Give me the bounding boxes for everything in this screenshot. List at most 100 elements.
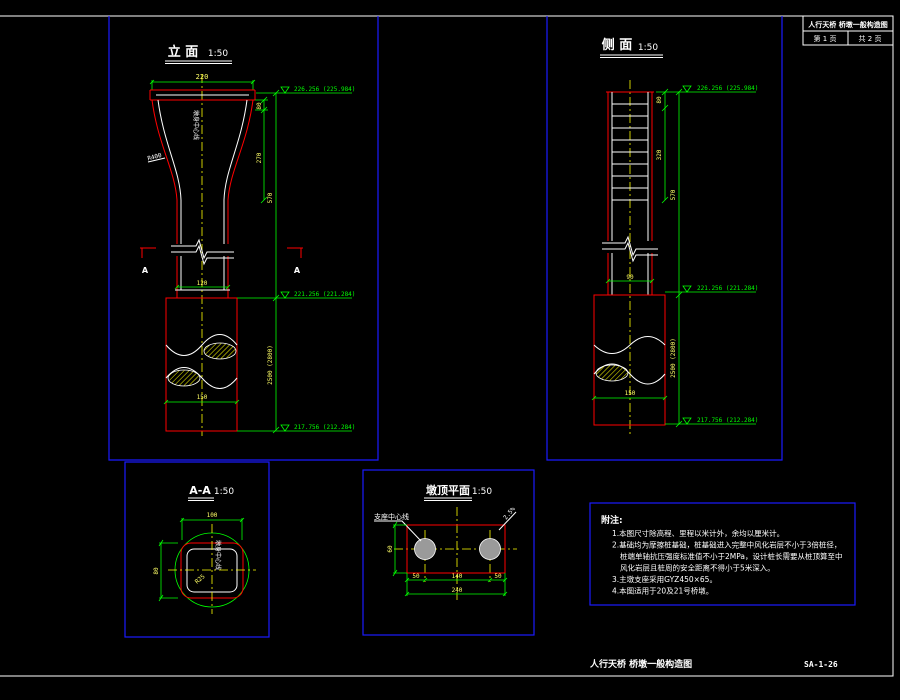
pile-outline (165, 297, 238, 432)
level-pile-top-label: 221.256 (221.284) (294, 291, 355, 298)
side-column-inner-lines (611, 92, 649, 295)
level-triangle-pile-bottom (280, 424, 290, 432)
pier-top-plan-scale: 1:50 (472, 487, 492, 497)
section-mark-left-symbol (140, 247, 156, 258)
side-column-stirrups (612, 103, 648, 201)
pier-top-plan-view: 墩顶平面 1:50 支座中心线 2.5% 50 140 50 240 60 (374, 483, 517, 600)
level-triangle-top (280, 86, 290, 94)
elevation-centerline-label: 墩身中心线 (192, 110, 200, 140)
plan-bearing-leader (374, 520, 422, 542)
level-triangle-pile-top (280, 291, 290, 299)
title-block-page: 第 1 页 (814, 34, 837, 43)
column-inner-lines (175, 200, 230, 291)
section-aa-dim-depth-line (158, 539, 178, 602)
dim-pile-width-label: 150 (197, 394, 208, 401)
dim-column-width-label: 120 (197, 280, 208, 287)
footer-drawing-title: 人行天桥 桥墩一般构造图 (589, 658, 692, 670)
side-dim-column-height-label: 570 (670, 189, 677, 200)
dim-chain-inner (255, 96, 268, 204)
side-level-pile-top-label: 221.256 (221.284) (697, 285, 758, 292)
elevation-title: 立 面 (168, 44, 199, 60)
section-aa-title: A-A (189, 484, 211, 497)
section-aa-view: A-A 1:50 100 80 R25 墩身中心线 (153, 484, 256, 614)
note-line-6: 4.本图适用于20及21号桥墩。 (612, 586, 713, 596)
plan-dim-total-label: 240 (452, 587, 463, 594)
pile-break-hatch-upper (203, 342, 237, 360)
section-aa-scale: 1:50 (214, 487, 234, 497)
title-block: 人行天桥 桥墩一般构造图 第 1 页 共 2 页 (802, 16, 893, 46)
side-title-underline (600, 54, 663, 58)
pile-break-hatch-lower (167, 369, 201, 387)
column-outline (176, 200, 229, 298)
plan-dim-depth-line (392, 521, 407, 577)
elevation-view: 立 面 1:50 220 墩身中心线 R400 A A 120 (140, 44, 355, 436)
elevation-view-border (108, 16, 379, 461)
dim-top-width-line (149, 79, 256, 90)
elevation-scale: 1:50 (208, 49, 228, 59)
side-view: 侧 面 1:50 90 150 80 320 570 2500 (2800) 2… (591, 37, 758, 434)
radius-label: R400 (147, 152, 163, 163)
notes-heading: 附注: (601, 514, 623, 526)
column-break-symbol (171, 238, 234, 266)
side-column-break-symbol (602, 235, 658, 263)
flare-outer-left (151, 99, 178, 201)
dim-cap-label: 80 (256, 102, 263, 110)
side-dim-column-width-label: 90 (626, 274, 634, 281)
side-dim-pile-length-label: 2500 (2800) (670, 338, 677, 378)
side-pile-break-wave-upper (593, 336, 666, 354)
note-line-3: 桩端单轴抗压强度标准值不小于2MPa，设计桩长需要从桩顶算至中 (620, 551, 843, 561)
bearing-right (479, 538, 501, 560)
note-line-4: 风化岩层且桩周的安全距离不得小于5米深入。 (620, 563, 775, 573)
section-mark-right: A (294, 266, 301, 275)
plan-dim-between-label: 140 (452, 573, 463, 580)
section-aa-dim-width-label: 100 (207, 512, 218, 519)
pier-top-plan-title: 墩顶平面 (426, 483, 470, 497)
pile-break-wave-lower (165, 367, 238, 389)
dim-column-width-line (174, 284, 231, 290)
side-view-border (546, 16, 783, 461)
pier-cap-outline (149, 89, 256, 101)
side-scale: 1:50 (638, 43, 658, 53)
flare-inner-left (157, 99, 182, 201)
plan-bearing-label: 支座中心线 (374, 512, 409, 521)
side-level-top-label: 226.256 (225.984) (697, 85, 758, 92)
side-dim-pile-width-line (591, 395, 668, 401)
side-dim-column-width-line (605, 278, 655, 284)
plan-dim-right-edge-label: 50 (494, 573, 502, 580)
dim-pile-length-label: 2500 (2800) (267, 345, 274, 385)
side-dim-chain-inner (661, 88, 669, 204)
flare-outer-right (227, 99, 254, 201)
side-level-pile-bottom-label: 217.756 (212.284) (697, 417, 758, 424)
radius-leader (147, 157, 166, 163)
side-column-outline (606, 91, 654, 295)
plan-dim-total-line (404, 591, 508, 597)
plan-slope-leader (498, 511, 517, 531)
side-pile-break-hatch (595, 364, 629, 382)
pier-top-plan-border (362, 469, 535, 636)
pier-top-outline (406, 524, 506, 574)
section-aa-corner-label: R25 (194, 573, 207, 586)
bearing-left (414, 538, 436, 560)
section-aa-dim-width-line (179, 517, 245, 540)
note-line-2: 2.基础均为摩擦桩基础，桩基础进入完整中风化岩层不小于3倍桩径， (612, 540, 841, 550)
plan-dim-chain-line (404, 573, 508, 596)
section-aa-dim-depth-label: 80 (153, 567, 160, 575)
section-mark-right-symbol (287, 247, 303, 258)
section-aa-centerline-label: 墩身中心线 (214, 540, 222, 570)
side-title: 侧 面 (602, 37, 633, 53)
footer: 人行天桥 桥墩一般构造图 SA-1-26 (589, 658, 838, 670)
plan-dim-left-edge-label: 50 (412, 573, 420, 580)
dim-flare-label: 270 (256, 152, 263, 163)
side-level-triangle-top (682, 85, 692, 93)
side-dim-pile-width-label: 150 (625, 390, 636, 397)
dim-column-height-label: 570 (267, 192, 274, 203)
level-pile-bottom-label: 217.756 (212.284) (294, 424, 355, 431)
title-block-title: 人行天桥 桥墩一般构造图 (808, 20, 887, 29)
flare-inner-right (223, 99, 248, 201)
side-level-triangle-pile-top (682, 285, 692, 293)
elevation-title-underline (165, 60, 232, 64)
dim-pile-width-line (163, 399, 240, 405)
notes-block: 附注: 1.本图尺寸除高程、里程以米计外，余均以厘米计。 2.基础均为摩擦桩基础… (601, 514, 843, 596)
section-aa-title-underline (188, 497, 214, 501)
